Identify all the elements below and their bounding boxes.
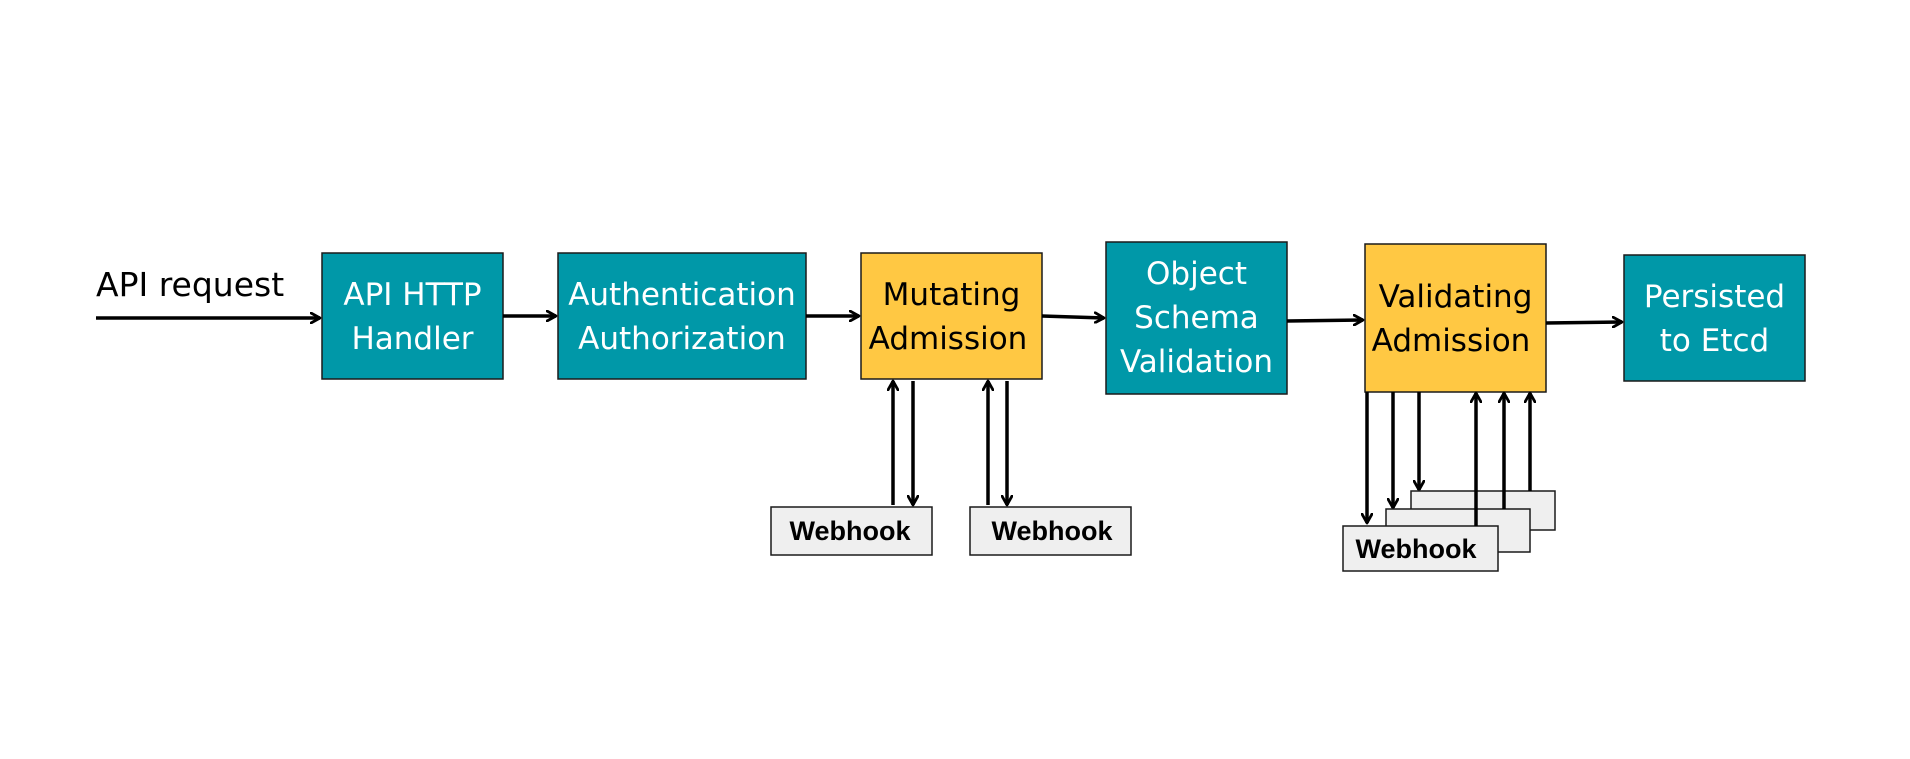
mutating-webhook-2: Webhook — [969, 381, 1132, 556]
stage-label-line: API HTTP — [343, 277, 481, 313]
stage-box — [1105, 241, 1288, 395]
stage-label-line: Authentication — [568, 277, 796, 313]
stage-label-line: Persisted — [1644, 279, 1785, 315]
webhook-box — [1342, 525, 1499, 572]
webhook-label: Webhook — [790, 516, 912, 546]
stage-authentication-authorization: Authentication Authorization — [557, 252, 807, 380]
stage-box — [321, 252, 504, 380]
stage-persisted-to-etcd: Persisted to Etcd — [1623, 254, 1806, 382]
stage-object-schema-validation: Object Schema Validation — [1105, 241, 1288, 395]
stage-label-line: Validation — [1120, 344, 1273, 380]
stage-label-line: Admission — [1372, 323, 1531, 359]
webhook-label: Webhook — [1356, 534, 1478, 564]
webhook-label: Webhook — [992, 516, 1114, 546]
stage-mutating-admission: Mutating Admission — [860, 252, 1043, 380]
flow-arrow — [1545, 322, 1622, 323]
stage-label-line: Object — [1146, 256, 1247, 292]
flow-arrow — [1286, 320, 1363, 321]
stage-label-line: Schema — [1134, 300, 1259, 336]
stage-label-line: to Etcd — [1660, 323, 1769, 359]
stage-validating-admission: Validating Admission — [1364, 243, 1547, 393]
stage-box — [860, 252, 1043, 380]
stage-box — [1623, 254, 1806, 382]
stage-api-http-handler: API HTTP Handler — [321, 252, 504, 380]
webhook-box — [770, 506, 933, 556]
webhook-box — [969, 506, 1132, 556]
stage-label-line: Validating — [1379, 279, 1533, 315]
mutating-webhook-1: Webhook — [770, 381, 933, 556]
validating-webhook-stack: Webhook — [1342, 392, 1556, 572]
stage-label-line: Authorization — [578, 321, 786, 357]
api-request-label: API request — [96, 265, 284, 304]
stage-label-line: Mutating — [883, 277, 1021, 313]
stage-label-line: Handler — [351, 321, 473, 357]
flow-arrow — [1041, 316, 1104, 318]
stage-box — [1364, 243, 1547, 393]
stage-label-line: Admission — [869, 321, 1028, 357]
stage-box — [557, 252, 807, 380]
